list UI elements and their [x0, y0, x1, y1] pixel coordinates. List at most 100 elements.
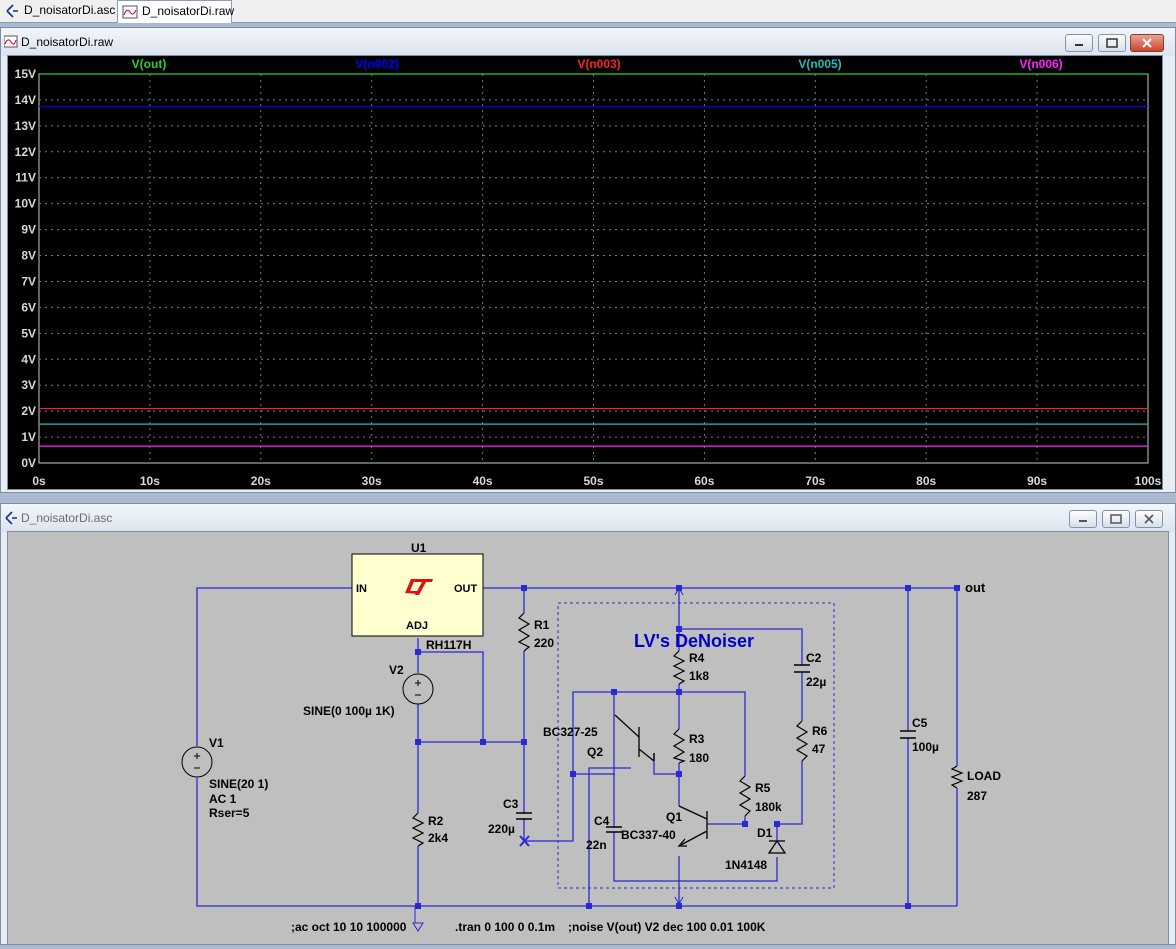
- x-tick-label: 40s: [473, 474, 493, 488]
- x-tick-label: 0s: [32, 474, 46, 488]
- r5-label: R5: [755, 781, 771, 795]
- resistors: [411, 612, 964, 847]
- schematic-icon: [5, 511, 17, 525]
- minimize-icon: [1075, 44, 1083, 46]
- spice-directive-ac: ;ac oct 10 10 100000: [291, 920, 407, 934]
- x-tick-label: 60s: [694, 474, 714, 488]
- schematic-drawing: U1 IN OUT ADJ RH117H V2 SINE(0 100µ 1K) …: [181, 541, 1001, 934]
- tab-schematic-label: D_noisatorDi.asc: [24, 3, 116, 17]
- x-tick-label: 90s: [1027, 474, 1047, 488]
- load-label: LOAD: [967, 769, 1001, 783]
- maximize-button[interactable]: [1098, 34, 1126, 52]
- q2-transistor[interactable]: [614, 714, 655, 762]
- y-tick-label: 8V: [21, 249, 36, 263]
- waveform-chart: 0V1V2V3V4V5V6V7V8V9V10V11V12V13V14V15V0s…: [15, 57, 1162, 488]
- c3-value: 220µ: [488, 822, 515, 836]
- spice-directive-tran: .tran 0 100 0 0.1m: [455, 920, 555, 934]
- r5-resistor: [738, 775, 752, 817]
- waveform-titlebar: D_noisatorDi.raw: [1, 28, 1175, 56]
- wires: [196, 587, 958, 907]
- y-tick-label: 2V: [21, 404, 36, 418]
- r6-value: 47: [812, 742, 826, 756]
- y-tick-label: 4V: [21, 352, 36, 366]
- v1-value-ac: AC 1: [209, 792, 237, 806]
- denoiser-title: LV's DeNoiser: [634, 631, 754, 651]
- y-tick-label: 9V: [21, 223, 36, 237]
- legend-entry: V(n006): [1019, 57, 1062, 71]
- r4-label: R4: [689, 651, 705, 665]
- close-icon: [1142, 38, 1152, 48]
- c2-label: C2: [806, 651, 822, 665]
- y-tick-label: 12V: [15, 145, 36, 159]
- y-tick-label: 6V: [21, 300, 36, 314]
- net-label-out: out: [965, 580, 986, 595]
- v1-value-rser: Rser=5: [209, 806, 250, 820]
- legend-entry: V(out): [132, 57, 167, 71]
- close-button[interactable]: [1130, 34, 1164, 52]
- r1-resistor: [517, 612, 531, 652]
- capacitors: [516, 664, 916, 833]
- c5-value: 100µ: [912, 740, 939, 754]
- y-tick-label: 5V: [21, 326, 36, 340]
- tab-waveform[interactable]: D_noisatorDi.raw: [117, 0, 234, 23]
- y-tick-label: 14V: [15, 93, 36, 107]
- linear-tech-logo-icon: [405, 579, 433, 595]
- r1-label: R1: [534, 618, 550, 632]
- close-icon: [1144, 514, 1154, 524]
- y-tick-label: 1V: [21, 430, 36, 444]
- schematic-canvas[interactable]: U1 IN OUT ADJ RH117H V2 SINE(0 100µ 1K) …: [7, 531, 1169, 945]
- c2-value: 22µ: [806, 675, 826, 689]
- q1-label: Q1: [666, 810, 682, 824]
- ground-icon: [412, 922, 424, 932]
- spice-directive-noise: ;noise V(out) V2 dec 100 0.01 100K: [568, 920, 766, 934]
- c4-value: 22n: [586, 838, 607, 852]
- v1-value-sine: SINE(20 1): [209, 777, 268, 791]
- u1-label: U1: [411, 541, 427, 555]
- x-tick-label: 80s: [916, 474, 936, 488]
- maximize-icon: [1106, 38, 1118, 48]
- net-arrow-icon: [674, 586, 684, 596]
- schematic-window-title: D_noisatorDi.asc: [21, 511, 113, 525]
- c3-capacitor: [516, 812, 532, 820]
- waveform-icon: [4, 35, 18, 48]
- q1-transistor[interactable]: [677, 805, 708, 847]
- q2-label: Q2: [587, 745, 603, 759]
- c4-capacitor: [606, 826, 622, 833]
- q2-value: BC327-25: [543, 725, 598, 739]
- v1-label: V1: [209, 736, 224, 750]
- u1-value: RH117H: [426, 638, 471, 652]
- legend-entry: V(n003): [577, 57, 620, 71]
- y-tick-label: 7V: [21, 274, 36, 288]
- d1-diode[interactable]: [767, 839, 787, 854]
- minimize-button[interactable]: [1065, 34, 1093, 52]
- waveform-icon: [122, 5, 138, 19]
- x-tick-label: 10s: [140, 474, 160, 488]
- y-tick-label: 11V: [15, 171, 36, 185]
- y-tick-label: 3V: [21, 378, 36, 392]
- d1-label: D1: [757, 826, 773, 840]
- y-tick-label: 10V: [15, 197, 36, 211]
- r5-value: 180k: [755, 800, 782, 814]
- net-arrow-icon: [674, 896, 684, 906]
- v2-label: V2: [389, 663, 404, 677]
- legend-entry: V(n005): [798, 57, 841, 71]
- minimize-icon: [1079, 520, 1087, 522]
- schematic-close-button[interactable]: [1135, 510, 1163, 528]
- c2-capacitor: [794, 664, 810, 673]
- r4-resistor: [672, 650, 686, 685]
- schematic-maximize-button[interactable]: [1102, 510, 1130, 528]
- v2-source[interactable]: [402, 673, 434, 705]
- x-marker-icon: [519, 835, 530, 847]
- u1-adj-pin: ADJ: [406, 620, 428, 632]
- r2-value: 2k4: [428, 831, 448, 845]
- d1-value: 1N4148: [725, 858, 767, 872]
- schematic-icon: [6, 4, 18, 18]
- x-tick-label: 50s: [583, 474, 603, 488]
- legend-entry: V(n002): [355, 57, 398, 71]
- r6-resistor: [795, 720, 809, 762]
- tab-schematic[interactable]: D_noisatorDi.asc: [0, 0, 115, 21]
- v1-source[interactable]: [181, 746, 213, 778]
- schematic-minimize-button[interactable]: [1069, 510, 1097, 528]
- v2-value: SINE(0 100µ 1K): [303, 704, 395, 718]
